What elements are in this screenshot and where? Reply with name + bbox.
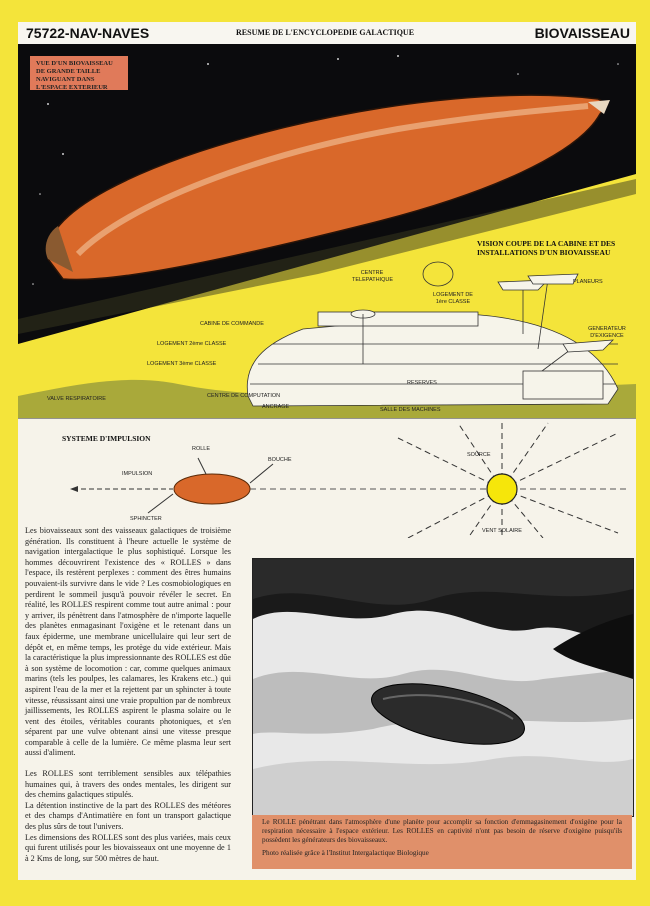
impulse-title: SYSTEME D'IMPULSION (62, 434, 151, 443)
section-title: BIOVAISSEAU (534, 25, 630, 41)
label-generateur: GENERATEUR D'EXIGENCE (588, 326, 626, 339)
sun-source (486, 473, 518, 505)
label-impulsion: IMPULSION (122, 471, 153, 477)
label-logement-2: LOGEMENT 2ème CLASSE (157, 341, 227, 347)
rolle-photo (252, 558, 634, 817)
label-logement-1: LOGEMENT DE 1ère CLASSE (433, 292, 473, 305)
label-vent-solaire: VENT SOLAIRE (482, 528, 522, 534)
paragraph: Les biovaisseaux sont des vaisseaux gala… (25, 526, 231, 758)
paragraph: Les ROLLES sont terriblement sensibles a… (25, 769, 231, 800)
label-salle-machines: SALLE DES MACHINES (380, 407, 441, 413)
label-logement-3: LOGEMENT 3ème CLASSE (147, 361, 217, 367)
label-cabine: CABINE DE COMMANDE (200, 321, 264, 327)
label-planeurs: PLANEURS (573, 279, 603, 285)
cutaway-diagram (246, 261, 619, 407)
label-reserves: RESERVES (407, 380, 437, 386)
label-centre-telepathique: CENTRE TELEPATHIQUE (352, 270, 394, 283)
view-caption-badge: VUE D'UN BIOVAISSEAU DE GRANDE TAILLE NA… (30, 56, 128, 91)
label-source: SOURCE (467, 452, 491, 458)
biovaisseau-illustration (18, 44, 636, 418)
cutaway-title: VISION COUPE DE LA CABINE ET DES INSTALL… (477, 239, 616, 257)
label-computation: CENTRE DE COMPUTATION (207, 393, 281, 399)
label-valve: VALVE RESPIRATOIRE (47, 396, 106, 402)
paragraph: La détention instinctive de la part des … (25, 800, 231, 832)
photo-caption: Le ROLLE pénétrant dans l'atmosphère d'u… (252, 815, 632, 869)
article-body: Les biovaisseaux sont des vaisseaux gala… (25, 526, 231, 864)
label-rolle: ROLLE (192, 446, 211, 452)
encyclopedia-title: RESUME DE L'ENCYCLOPEDIE GALACTIQUE (236, 28, 415, 37)
label-sphincter: SPHINCTER (130, 516, 162, 522)
photo-credit: Photo réalisée grâce à l'Institut Interg… (262, 849, 429, 857)
label-ancrage: ANCRAGE (262, 404, 290, 410)
page-header: 75722-NAV-NAVES RESUME DE L'ENCYCLOPEDIE… (18, 22, 636, 45)
caption-text: Le ROLLE pénétrant dans l'atmosphère d'u… (262, 818, 622, 844)
biovaisseau-ship (45, 94, 610, 281)
document-code: 75722-NAV-NAVES (26, 25, 150, 41)
label-bouche: BOUCHE (268, 457, 292, 463)
paragraph: Les dimensions des ROLLES sont des plus … (25, 832, 231, 863)
impulse-diagram (18, 418, 636, 538)
